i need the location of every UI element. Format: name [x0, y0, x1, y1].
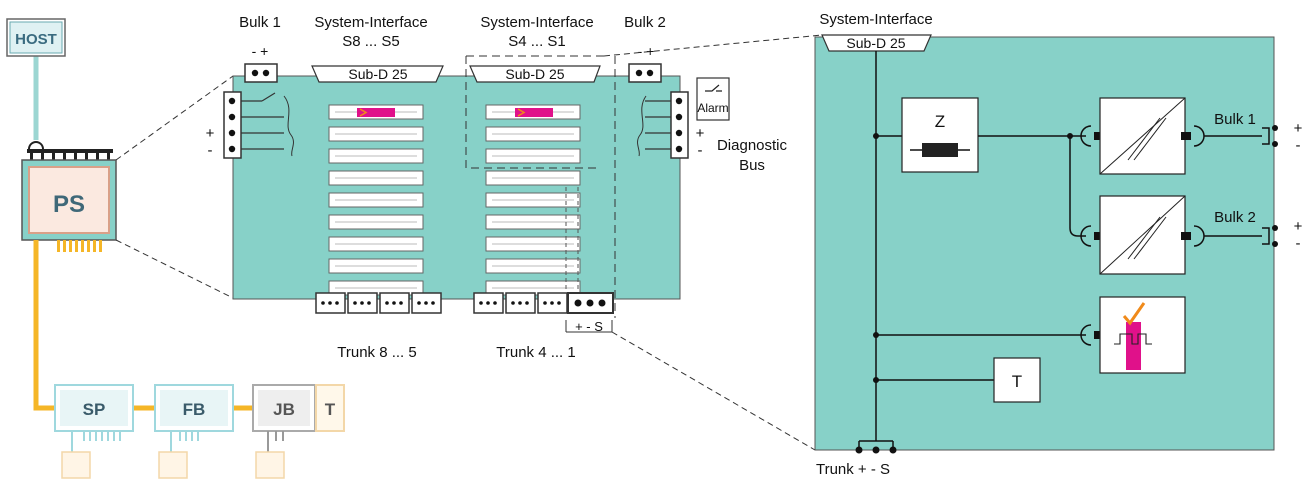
zoom-line-detail-top — [603, 34, 823, 57]
bulk2-label: Bulk 2 — [624, 14, 666, 31]
detail-bulk1-plus: + — [1294, 120, 1303, 137]
t-terminator-node[interactable]: T — [315, 384, 345, 432]
fb-label: FB — [183, 400, 206, 419]
diagnostic-module-left[interactable] — [357, 108, 395, 117]
bulk1-label: Bulk 1 — [239, 14, 281, 31]
module-slots-right — [485, 104, 581, 296]
diagnostic-module-right[interactable] — [515, 108, 553, 117]
jb-label: JB — [273, 400, 295, 419]
diagnostic-module — [1080, 296, 1186, 374]
host-label: HOST — [15, 31, 57, 48]
sub-d-right-label: Sub-D 25 — [505, 66, 564, 82]
bulk2-polarity: - + — [638, 43, 655, 59]
diagnostic-label: Diagnostic — [717, 137, 788, 154]
sub-d-left-connector[interactable]: Sub-D 25 — [311, 65, 444, 83]
si-right-title: System-Interface — [480, 14, 593, 31]
sp-node[interactable]: SP — [54, 384, 134, 479]
host-node[interactable]: HOST — [6, 18, 66, 57]
module-slots-left — [328, 104, 424, 296]
detail-bulk1-label: Bulk 1 — [1214, 111, 1256, 128]
sub-d-right-connector[interactable]: Sub-D 25 — [469, 65, 601, 83]
detail-sub-d-label: Sub-D 25 — [846, 35, 905, 51]
detail-body — [814, 36, 1275, 451]
si-right-range: S4 ... S1 — [508, 33, 566, 50]
module-dashed-outline — [465, 55, 616, 318]
right-plus-label: + — [696, 125, 705, 142]
t-label: T — [325, 400, 336, 419]
terminator-block: T — [993, 357, 1041, 403]
ps-node[interactable]: PS — [21, 159, 117, 241]
check-icon — [1122, 302, 1146, 326]
left-plus-label: + — [206, 125, 215, 142]
trunk-terminal-polarity: + - S — [575, 319, 603, 334]
detail-bulk2-plus: + — [1294, 218, 1303, 235]
zoom-line-bottom — [115, 239, 234, 299]
detail-schematic: System-Interface Sub-D 25 Z — [814, 11, 1303, 478]
trunk-right-label: Trunk 4 ... 1 — [496, 344, 575, 361]
trunk-left-label: Trunk 8 ... 5 — [337, 344, 416, 361]
led-icon — [517, 108, 526, 117]
ps-bottom-pins — [57, 240, 102, 252]
detail-sub-d-connector[interactable]: Sub-D 25 — [821, 34, 932, 52]
detail-trunk-label: Trunk + - S — [816, 461, 890, 478]
led-icon — [359, 108, 368, 117]
fb-node[interactable]: FB — [154, 384, 234, 479]
bulk2-connector[interactable] — [628, 63, 662, 83]
left-minus-label: - — [208, 142, 213, 159]
ps-top-arc — [28, 141, 44, 150]
power-hub-board: Bulk 1 System-Interface S8 ... S5 System… — [206, 14, 788, 361]
alarm-contact: Alarm — [696, 77, 730, 121]
topology: HOST PS — [6, 18, 345, 479]
ps-top-pins — [27, 149, 113, 161]
bus-label: Bus — [739, 157, 765, 174]
board-body — [232, 75, 681, 300]
right-terminal-block[interactable] — [637, 91, 689, 159]
detail-bulk1-minus: - — [1296, 137, 1301, 154]
left-terminal-block[interactable] — [223, 91, 294, 159]
right-minus-label: - — [698, 142, 703, 159]
bulk1-polarity: - + — [252, 43, 269, 59]
zoom-line-top — [115, 75, 234, 161]
bulk1-connector[interactable] — [244, 63, 278, 83]
si-left-range: S8 ... S5 — [342, 33, 400, 50]
trunk-terminals-left — [315, 292, 442, 314]
detail-bulk2-label: Bulk 2 — [1214, 209, 1256, 226]
dc-converter-1 — [1080, 97, 1205, 175]
ps-label: PS — [53, 191, 85, 218]
trunk-terminals-right — [473, 292, 614, 333]
jb-node[interactable]: JB — [252, 384, 316, 479]
alarm-label: Alarm — [697, 101, 728, 115]
impedance-block: Z — [901, 97, 979, 173]
sub-d-left-label: Sub-D 25 — [348, 66, 407, 82]
detail-trunk-terminals[interactable] — [855, 440, 897, 454]
sp-label: SP — [83, 400, 106, 419]
dc-converter-2 — [1080, 195, 1205, 275]
impedance-label: Z — [935, 112, 945, 131]
terminator-label: T — [1012, 372, 1022, 391]
si-left-title: System-Interface — [314, 14, 427, 31]
detail-bulk2-minus: - — [1296, 235, 1301, 252]
zoom-line-detail-bottom — [611, 331, 816, 451]
detail-si-title: System-Interface — [819, 11, 932, 28]
